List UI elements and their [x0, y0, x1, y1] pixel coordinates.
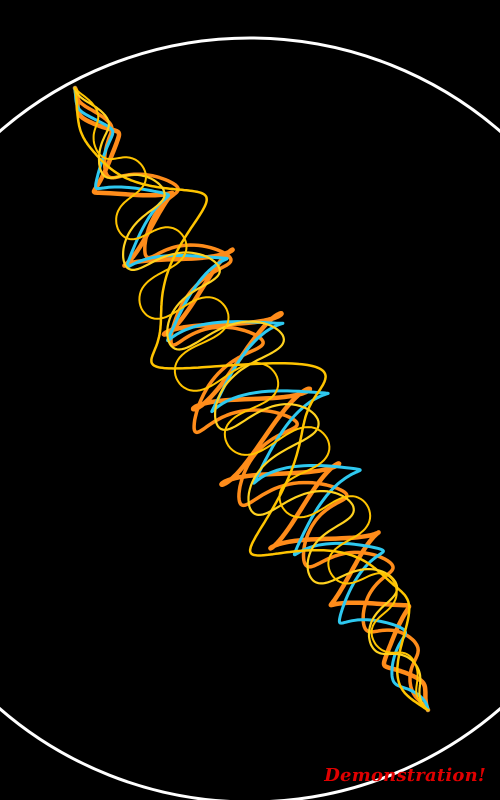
demonstration-caption: Demonstration!	[324, 765, 486, 786]
helix-strands	[72, 85, 431, 713]
helix-strand-6	[74, 87, 429, 711]
helix-strand-1	[72, 85, 431, 713]
helix-strand-5	[73, 86, 430, 712]
helix-strand-4	[73, 86, 430, 712]
helix-strand-2	[73, 86, 430, 712]
ring-circle	[0, 36, 500, 800]
helix-strand-3	[73, 86, 430, 712]
